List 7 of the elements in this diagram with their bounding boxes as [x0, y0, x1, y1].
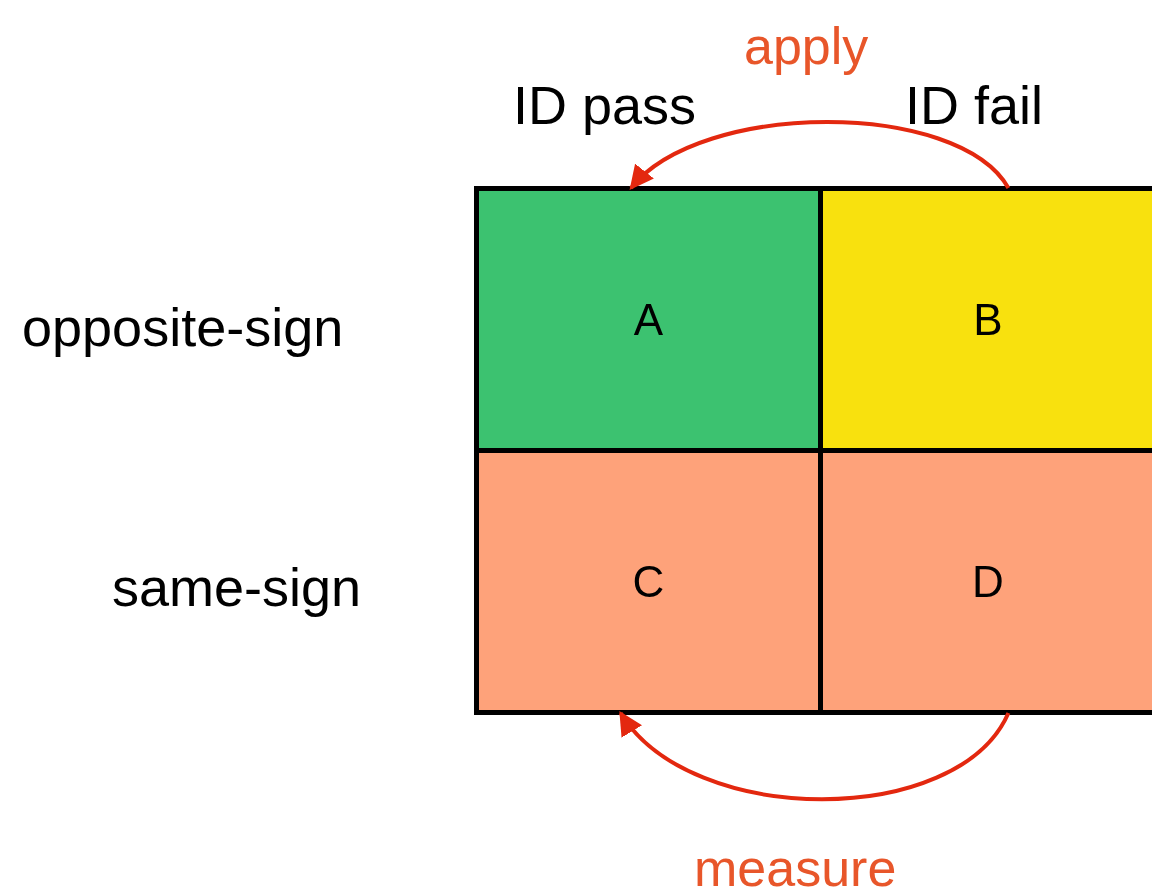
cell-letter: A	[633, 294, 664, 345]
column-header: ID fail	[905, 78, 1044, 132]
curved-arrow	[619, 711, 1011, 802]
cell-letter: C	[632, 556, 665, 607]
curved-arrow	[629, 120, 1010, 190]
cell-letter: B	[973, 294, 1003, 345]
cell-letter: D	[972, 556, 1004, 607]
